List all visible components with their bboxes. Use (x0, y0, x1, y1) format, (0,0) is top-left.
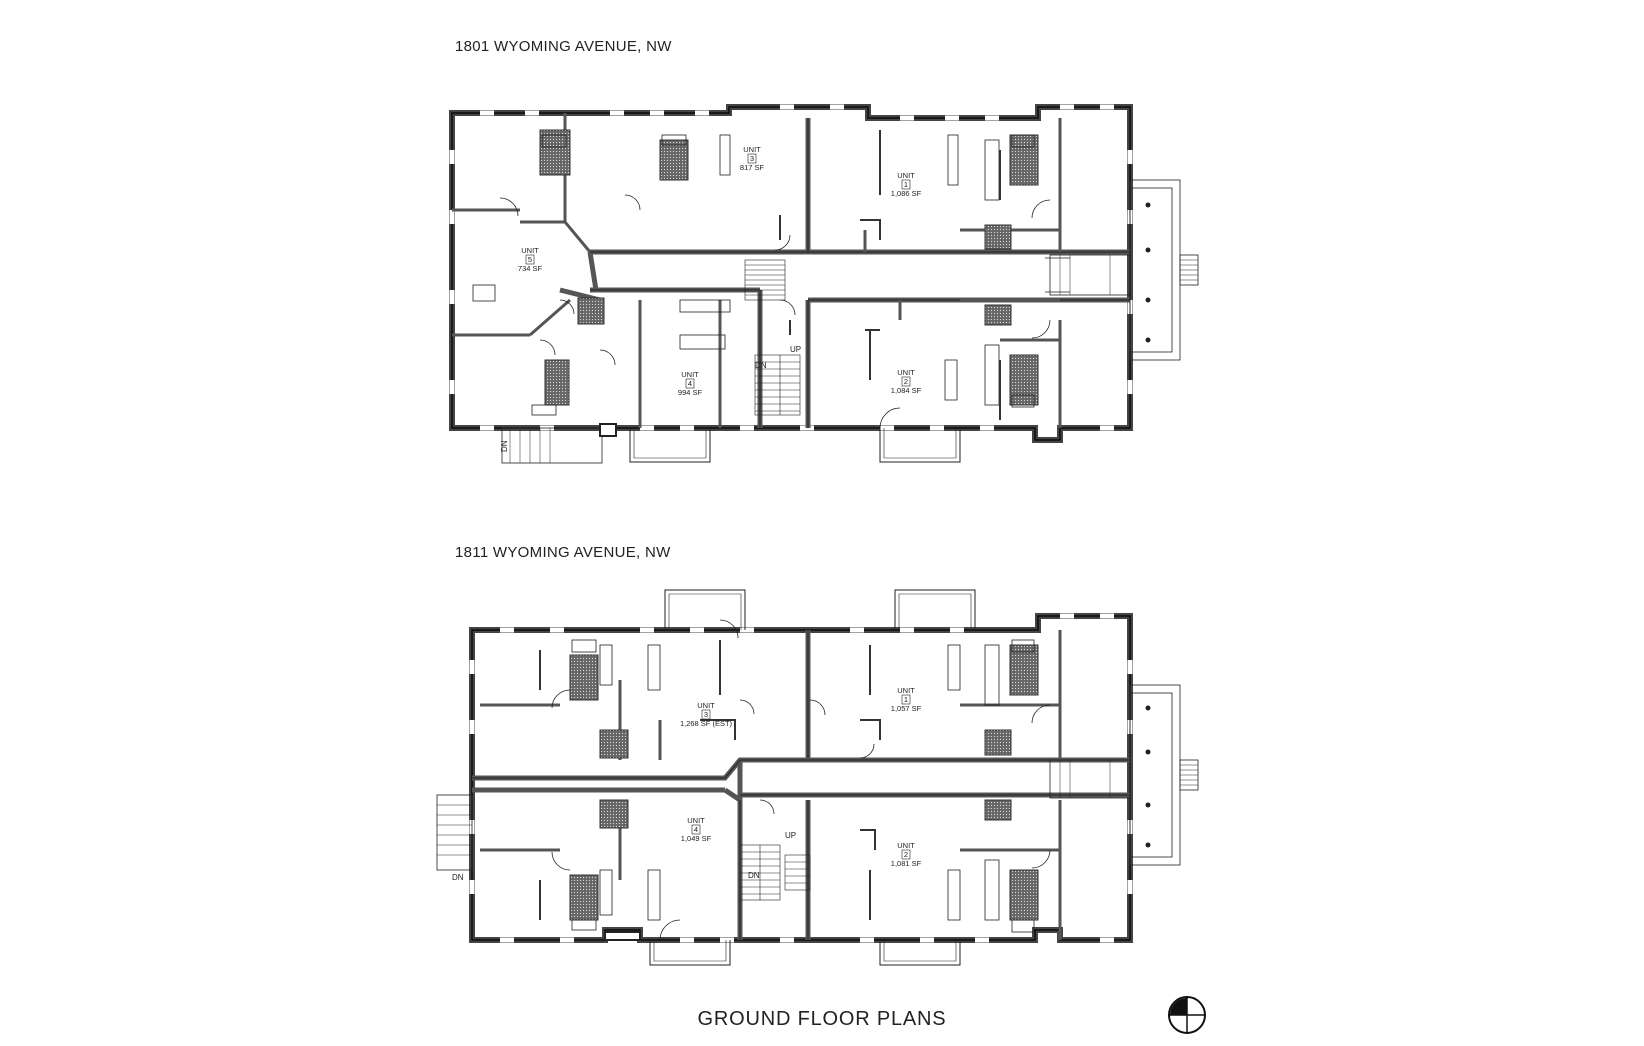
unit-label: UNIT 2 1,084 SF (891, 368, 922, 395)
svg-text:3: 3 (750, 154, 754, 163)
plan-1811 (436, 589, 1199, 966)
sheet-title: GROUND FLOOR PLANS (697, 1008, 947, 1030)
svg-text:UNIT: UNIT (521, 246, 539, 255)
svg-text:1: 1 (904, 180, 908, 189)
svg-text:UNIT: UNIT (697, 701, 715, 710)
exterior-stair-dn-label: DN (452, 873, 464, 882)
svg-text:734 SF: 734 SF (518, 264, 543, 273)
stair-up-label: UP (790, 345, 801, 354)
svg-text:2: 2 (904, 377, 908, 386)
svg-text:1,081 SF: 1,081 SF (891, 859, 922, 868)
unit-label: UNIT 5 734 SF (518, 246, 543, 273)
unit-label: UNIT 2 1,081 SF (891, 841, 922, 868)
svg-text:UNIT: UNIT (897, 171, 915, 180)
svg-text:1,084 SF: 1,084 SF (891, 386, 922, 395)
plan-title-1811: 1811 WYOMING AVENUE, NW (455, 544, 671, 561)
unit-label: UNIT 3 817 SF (740, 145, 765, 172)
unit-label: UNIT 4 994 SF (678, 370, 703, 397)
svg-text:1,057 SF: 1,057 SF (891, 704, 922, 713)
svg-text:4: 4 (694, 825, 698, 834)
stair-dn-label: DN (748, 871, 760, 880)
unit-label: UNIT 1 1,057 SF (891, 686, 922, 713)
svg-text:UNIT: UNIT (681, 370, 699, 379)
svg-text:UNIT: UNIT (687, 816, 705, 825)
svg-text:1,049 SF: 1,049 SF (681, 834, 712, 843)
svg-text:UNIT: UNIT (897, 368, 915, 377)
svg-text:2: 2 (904, 850, 908, 859)
unit-label: UNIT 3 1,268 SF (EST) (680, 701, 733, 728)
north-arrow-icon (1168, 996, 1206, 1034)
exterior-stair-dn-label: DN (500, 440, 509, 452)
unit-label: UNIT 4 1,049 SF (681, 816, 712, 843)
svg-text:1: 1 (904, 695, 908, 704)
svg-text:1,268 SF (EST): 1,268 SF (EST) (680, 719, 733, 728)
svg-text:994 SF: 994 SF (678, 388, 703, 397)
plan-1801 (449, 104, 1199, 464)
unit-labels-1811: UNIT 3 1,268 SF (EST) UNIT 1 1,057 SF UN… (452, 686, 922, 882)
svg-text:4: 4 (688, 379, 692, 388)
svg-text:1,086 SF: 1,086 SF (891, 189, 922, 198)
stair-up-label: UP (785, 831, 796, 840)
plan-title-1801: 1801 WYOMING AVENUE, NW (455, 38, 672, 55)
svg-text:5: 5 (528, 255, 532, 264)
svg-text:UNIT: UNIT (743, 145, 761, 154)
stair-dn-label: DN (755, 361, 767, 370)
unit-labels-1801: UNIT 3 817 SF UNIT 1 1,086 SF UNIT 5 734… (500, 145, 922, 452)
unit-label: UNIT 1 1,086 SF (891, 171, 922, 198)
svg-text:UNIT: UNIT (897, 841, 915, 850)
svg-text:817 SF: 817 SF (740, 163, 765, 172)
svg-text:UNIT: UNIT (897, 686, 915, 695)
svg-text:3: 3 (704, 710, 708, 719)
